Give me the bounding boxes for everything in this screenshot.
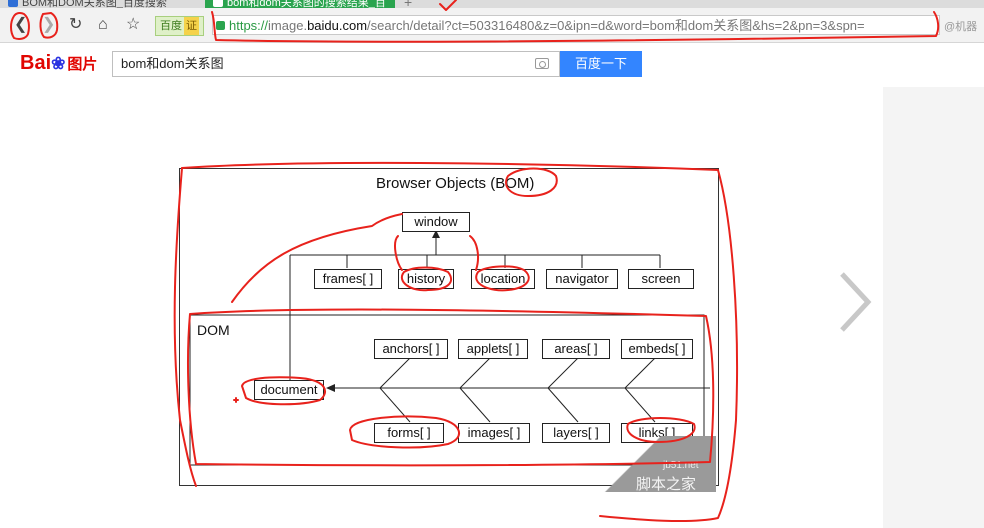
anchors-node: anchors[ ] xyxy=(374,339,448,359)
site-certificate-badge[interactable]: 百度证 xyxy=(155,16,204,36)
search-value: bom和dom关系图 xyxy=(121,56,224,71)
tab-label: bom和dom关系图的搜索结果_百 xyxy=(227,0,386,8)
window-node: window xyxy=(402,212,470,232)
url-host-prefix: image. xyxy=(268,18,308,33)
url-path: /search/detail?ct=503316480&z=0&ipn=d&wo… xyxy=(367,18,865,33)
home-icon[interactable]: ⌂ xyxy=(98,16,108,33)
baidu-image-logo[interactable]: Bai❀du图片 xyxy=(20,51,97,77)
search-button[interactable]: 百度一下 xyxy=(560,51,642,77)
watermark-site: jb51.net xyxy=(663,460,699,471)
embeds-node: embeds[ ] xyxy=(621,339,693,359)
logo-bai: Bai xyxy=(20,52,52,74)
tab-strip: BOM和DOM关系图_百度搜索 bom和dom关系图的搜索结果_百 + xyxy=(0,0,984,8)
applets-node: applets[ ] xyxy=(458,339,528,359)
baidu-tab-icon xyxy=(8,0,18,7)
forward-arrow-icon[interactable]: ❯ xyxy=(42,16,56,33)
history-node: history xyxy=(398,269,454,289)
extension-label[interactable]: @机器 xyxy=(944,21,978,33)
diagram-title: Browser Objects (BOM) xyxy=(376,175,535,192)
back-arrow-icon[interactable]: ❮ xyxy=(14,16,28,33)
tab-baidu-search[interactable]: BOM和DOM关系图_百度搜索 xyxy=(0,0,198,8)
search-input[interactable]: bom和dom关系图 xyxy=(112,51,560,77)
cert-label: 百度 xyxy=(160,20,182,32)
paw-icon: ❀ xyxy=(51,54,66,73)
dom-label: DOM xyxy=(197,322,230,338)
navigator-node: navigator xyxy=(546,269,618,289)
url-scheme: https:// xyxy=(229,18,269,33)
url-field[interactable]: https://image.baidu.com/search/detail?ct… xyxy=(212,15,940,35)
cert-mark: 证 xyxy=(184,17,199,35)
areas-node: areas[ ] xyxy=(542,339,610,359)
frames-node: frames[ ] xyxy=(314,269,382,289)
watermark-name: 脚本之家 xyxy=(636,476,697,493)
camera-icon[interactable] xyxy=(535,58,549,69)
logo-pic: 图片 xyxy=(67,56,98,73)
reload-icon[interactable]: ↻ xyxy=(69,16,83,33)
screen-node: screen xyxy=(628,269,694,289)
lock-icon xyxy=(216,21,225,30)
forms-node: forms[ ] xyxy=(374,423,444,443)
next-image-arrow-icon[interactable] xyxy=(832,270,876,334)
tab-baidu-images[interactable]: bom和dom关系图的搜索结果_百 xyxy=(205,0,395,8)
side-panel xyxy=(883,87,984,528)
tab-label: BOM和DOM关系图_百度搜索 xyxy=(22,0,167,8)
layers-node: layers[ ] xyxy=(542,423,610,443)
url-host: baidu.com xyxy=(307,18,368,33)
location-node: location xyxy=(471,269,535,289)
baidu-tab-icon xyxy=(213,0,223,7)
baidu-header: Bai❀du图片 bom和dom关系图 百度一下 xyxy=(0,43,984,87)
document-node: document xyxy=(254,380,324,400)
plus-icon[interactable]: + xyxy=(404,0,413,8)
star-icon[interactable]: ☆ xyxy=(126,16,141,33)
images-node: images[ ] xyxy=(458,423,530,443)
